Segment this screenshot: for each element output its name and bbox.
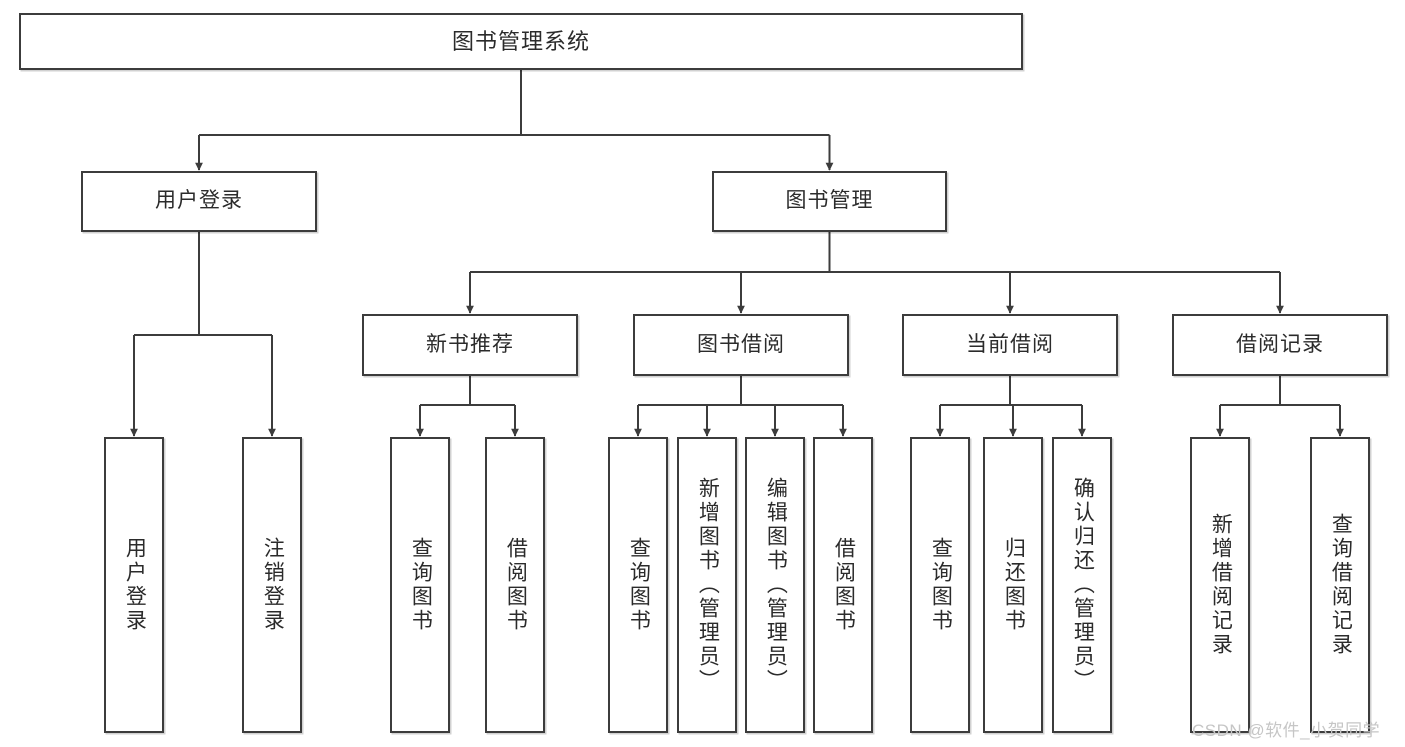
node-label: 图书借阅 [697, 332, 785, 356]
node-label: 借阅图书 [832, 537, 856, 633]
node-leaf-cur-2[interactable]: 归还图书 [983, 437, 1043, 733]
node-label: 查询借阅记录 [1329, 513, 1353, 657]
node-leaf-cur-3[interactable]: 确认归还（管理员） [1052, 437, 1112, 733]
node-label: 借阅图书 [504, 537, 528, 633]
node-leaf-login-2[interactable]: 注销登录 [242, 437, 302, 733]
node-leaf-cur-1[interactable]: 查询图书 [910, 437, 970, 733]
node-label: 用户登录 [123, 537, 147, 633]
node-leaf-rec-2[interactable]: 查询借阅记录 [1310, 437, 1370, 733]
node-leaf-rec-1[interactable]: 新增借阅记录 [1190, 437, 1250, 733]
node-label: 图书管理系统 [451, 28, 590, 54]
node-newbook[interactable]: 新书推荐 [362, 314, 578, 376]
node-leaf-bor-3[interactable]: 编辑图书（管理员） [745, 437, 805, 733]
node-label: 归还图书 [1002, 537, 1026, 633]
node-label: 图书管理 [785, 189, 874, 213]
node-records[interactable]: 借阅记录 [1172, 314, 1388, 376]
csdn-watermark: CSDN @软件_小贺同学 [1192, 721, 1381, 740]
node-label: 用户登录 [155, 189, 243, 213]
node-leaf-new-2[interactable]: 借阅图书 [485, 437, 545, 733]
node-leaf-new-1[interactable]: 查询图书 [390, 437, 450, 733]
node-label: 确认归还（管理员） [1071, 477, 1095, 693]
node-label: 注销登录 [261, 537, 285, 633]
node-login[interactable]: 用户登录 [81, 171, 317, 232]
node-leaf-bor-2[interactable]: 新增图书（管理员） [677, 437, 737, 733]
node-label: 编辑图书（管理员） [764, 477, 788, 693]
node-label: 借阅记录 [1236, 332, 1324, 356]
connector-layer [130, 70, 1344, 437]
node-label: 新增图书（管理员） [696, 477, 720, 693]
node-leaf-bor-1[interactable]: 查询图书 [608, 437, 668, 733]
node-label: 新书推荐 [426, 332, 514, 356]
node-current[interactable]: 当前借阅 [902, 314, 1118, 376]
node-borrow[interactable]: 图书借阅 [633, 314, 849, 376]
node-label: 查询图书 [627, 537, 651, 633]
node-label: 当前借阅 [966, 332, 1054, 356]
node-label: 新增借阅记录 [1209, 513, 1233, 657]
node-label: 查询图书 [929, 537, 953, 633]
node-leaf-login-1[interactable]: 用户登录 [104, 437, 164, 733]
node-root[interactable]: 图书管理系统 [19, 13, 1023, 70]
node-bookmgmt[interactable]: 图书管理 [712, 171, 947, 232]
node-label: 查询图书 [409, 537, 433, 633]
node-leaf-bor-4[interactable]: 借阅图书 [813, 437, 873, 733]
